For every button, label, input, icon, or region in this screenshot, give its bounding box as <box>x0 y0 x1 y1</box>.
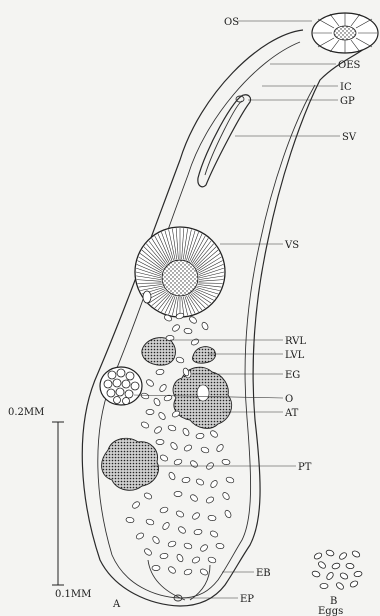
label-rvl: RVL <box>285 336 306 347</box>
label-genital-pore: GP <box>340 96 355 107</box>
label-eg: EG <box>285 370 300 381</box>
left-vitelline-lobe <box>193 347 216 364</box>
label-anterior-testis: AT <box>284 408 299 419</box>
scale-label-top: 0.2MM <box>8 407 44 418</box>
label-lvl: LVL <box>285 350 305 361</box>
label-ventral-sucker: VS <box>284 240 299 251</box>
eggs-panel <box>311 549 362 590</box>
panel-label-a: A <box>112 599 121 610</box>
posterior-testis <box>102 438 159 490</box>
eggs-caption: Eggs <box>318 606 343 616</box>
label-oesophagus: OES <box>338 60 360 71</box>
label-excretory-pore: EP <box>240 594 254 605</box>
oral-sucker <box>312 13 378 53</box>
label-intestinal-caeca: IC <box>340 82 352 93</box>
label-seminal-vesicle: SV <box>342 132 357 143</box>
right-vitelline-lobe <box>142 338 176 366</box>
label-excretory-bladder: EB <box>256 568 271 579</box>
label-oral-sucker: OS <box>224 17 239 28</box>
egg-cluster <box>100 367 142 405</box>
label-posterior-testis: PT <box>298 462 312 473</box>
ventral-sucker <box>135 227 225 317</box>
label-ovary: O <box>285 394 293 405</box>
seminal-vesicle <box>198 95 251 187</box>
scale-label-bottom: 0.1MM <box>55 589 91 600</box>
scale-bar: 0.2MM 0.1MM <box>8 407 91 600</box>
structure-labels: OS OES IC GP SV VS RVL LVL EG O AT PT EB… <box>112 17 360 616</box>
